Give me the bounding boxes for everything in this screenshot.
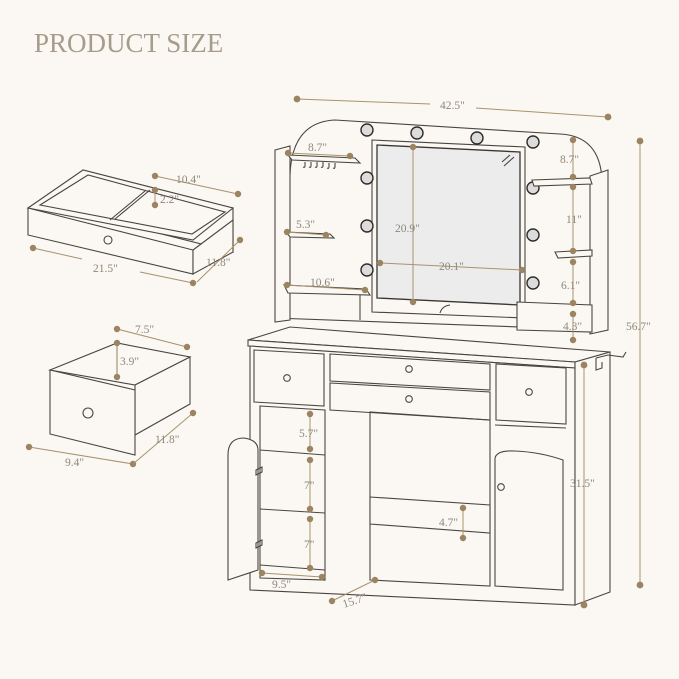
cabinet-width-label: 9.5" [272,579,291,591]
small-drawer-width-label: 9.4" [65,457,84,469]
large-drawer-width-label: 21.5" [93,263,118,275]
right-cubby-label: 4.3" [563,321,582,333]
left-shelf-top-label: 8.7" [308,142,327,154]
large-drawer-inner-height-label: 2.2" [160,194,179,206]
page-title: PRODUCT SIZE [34,28,224,58]
large-drawer-inner-width-label: 10.4" [176,174,201,186]
small-drawer-depth-label: 11.8" [155,434,179,446]
vanity-illustration [227,119,627,606]
small-drawer-inner-height-label: 3.9" [120,356,139,368]
left-shelf-middle-label: 5.3" [296,219,315,231]
small-drawer-inner-width-label: 7.5" [135,324,154,336]
left-shelf-bottom-label: 10.6" [310,277,335,289]
right-gap-middle-label: 11" [566,214,582,226]
right-gap-top-label: 8.7" [560,154,579,166]
vanity-dimensions: 42.5" 56.7" 31.5" 8.7" 5.3" 10.6" 20.9" … [258,95,651,611]
mirror-width-label: 20.1" [439,261,464,273]
large-drawer-depth-label: 11.8" [206,257,230,269]
cabinet-gap-middle-label: 7" [304,480,314,492]
footrest-height-label: 4.7" [439,517,458,529]
mirror-height-label: 20.9" [395,223,420,235]
desk-height-label: 31.5" [570,478,595,490]
overall-height-label: 56.7" [626,321,651,333]
small-drawer-illustration: 7.5" 3.9" 9.4" 11.8" [25,324,197,469]
right-gap-lower-label: 6.1" [561,280,580,292]
cabinet-gap-bottom-label: 7" [304,539,314,551]
cabinet-gap-top-label: 5.7" [299,428,318,440]
large-drawer-illustration: 10.4" 2.2" 21.5" 11.8" [26,169,244,287]
jewelry-hooks [302,162,336,169]
overall-width-label: 42.5" [440,100,465,112]
